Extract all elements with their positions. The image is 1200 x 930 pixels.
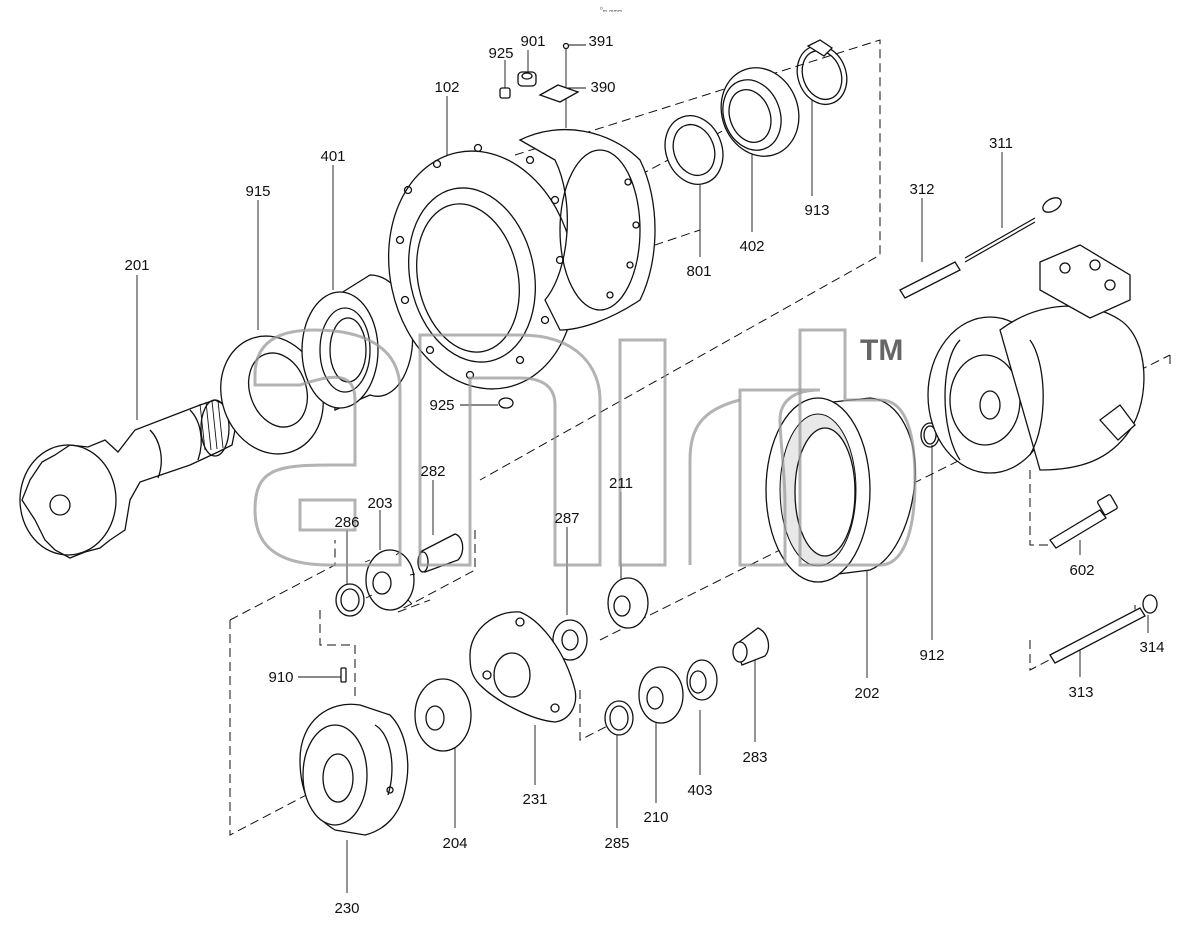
label-913: 913 <box>804 202 829 219</box>
label-286: 286 <box>334 514 359 531</box>
label-391: 391 <box>588 33 613 50</box>
part-390-plate <box>538 42 580 103</box>
part-901-nut <box>517 71 537 87</box>
label-925-mid: 925 <box>429 397 454 414</box>
label-901: 901 <box>520 33 545 50</box>
label-230: 230 <box>334 900 359 917</box>
label-211: 211 <box>609 475 633 492</box>
part-925-plugs <box>498 87 514 409</box>
part-102-housing <box>387 128 656 390</box>
part-204-gear <box>414 678 472 752</box>
label-390: 390 <box>590 79 615 96</box>
label-283: 283 <box>742 749 767 766</box>
watermark-trademark: TM <box>860 334 903 367</box>
leader-lines <box>136 44 1149 893</box>
label-204: 204 <box>442 835 467 852</box>
part-motor-assembly <box>927 244 1145 474</box>
label-102: 102 <box>434 79 459 96</box>
part-230-carrier <box>299 703 409 836</box>
watermark: TM <box>253 328 917 567</box>
part-915-collar <box>220 335 324 455</box>
part-910-pin <box>340 667 347 683</box>
label-801: 801 <box>686 263 711 280</box>
part-202-ring-gear <box>765 397 916 583</box>
label-282: 282 <box>420 463 445 480</box>
label-312: 312 <box>909 181 934 198</box>
header-mark: ⁰ₘ ₘₘₘ <box>600 6 622 14</box>
part-403-needle-bearing <box>686 659 718 701</box>
part-286-washer <box>335 583 365 617</box>
label-287: 287 <box>554 510 579 527</box>
label-314: 314 <box>1139 639 1164 656</box>
part-313-shaft <box>1049 607 1146 664</box>
part-913-snap-ring <box>796 39 848 106</box>
label-910: 910 <box>268 669 293 686</box>
part-314-nut <box>1142 594 1158 614</box>
label-311: 311 <box>989 135 1013 152</box>
part-211-gear <box>607 577 649 629</box>
label-403: 403 <box>687 782 712 799</box>
label-203: 203 <box>367 495 392 512</box>
label-402: 402 <box>739 238 764 255</box>
label-285: 285 <box>604 835 629 852</box>
part-201-shaft <box>19 399 237 559</box>
part-283-collar <box>732 627 770 666</box>
label-915: 915 <box>245 183 270 200</box>
part-801-seal <box>664 115 724 185</box>
part-287-washer <box>552 619 588 661</box>
label-201: 201 <box>124 257 149 274</box>
part-402-bearing <box>720 67 800 157</box>
label-202: 202 <box>854 685 879 702</box>
part-602-bolt <box>1049 494 1118 549</box>
label-313: 313 <box>1068 684 1093 701</box>
label-210: 210 <box>643 809 668 826</box>
label-602: 602 <box>1069 562 1094 579</box>
part-203-gear <box>364 549 416 611</box>
part-285-washer <box>604 700 634 736</box>
part-labels: 925 901 391 390 102 401 915 201 801 402 … <box>124 33 1164 917</box>
label-231: 231 <box>522 791 547 808</box>
part-231-carrier <box>469 611 577 723</box>
part-311-dipstick <box>964 197 1062 263</box>
part-210-gear <box>638 666 684 724</box>
label-925-top: 925 <box>488 45 513 62</box>
part-312-pipe <box>899 261 961 299</box>
label-401: 401 <box>320 148 345 165</box>
label-912: 912 <box>919 647 944 664</box>
